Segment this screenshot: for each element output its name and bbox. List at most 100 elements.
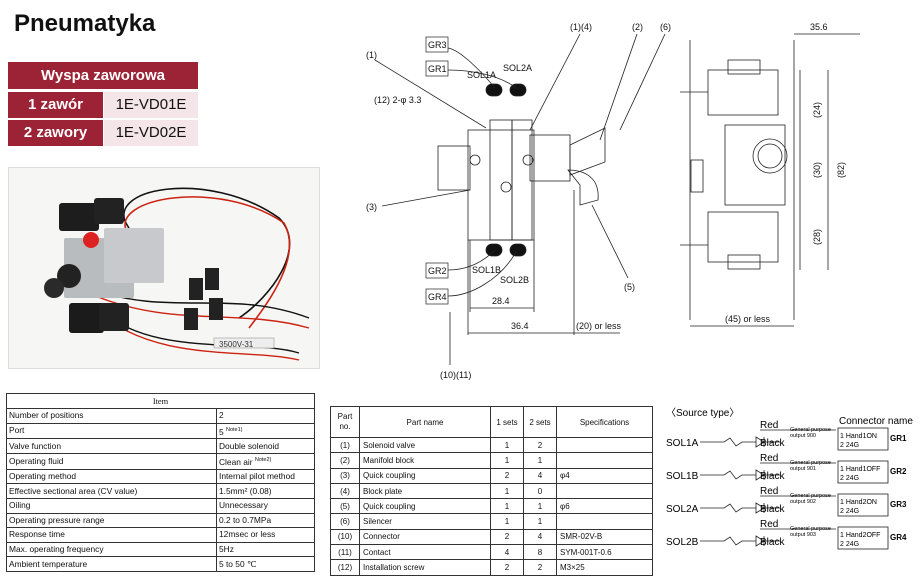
part-name-cell: Connector <box>359 528 491 546</box>
part-2-label: (2) <box>632 22 643 32</box>
pin2-label: 2 24G <box>840 508 859 515</box>
diode-symbol <box>755 469 765 481</box>
red-label: Red <box>760 486 778 497</box>
dim-30: (30) <box>812 162 822 178</box>
pin2-label: 2 24G <box>840 442 859 449</box>
diode-symbol <box>755 502 765 514</box>
red-label: Red <box>760 453 778 464</box>
gr-label: GR3 <box>890 500 907 509</box>
part-spec-cell <box>556 482 653 500</box>
two-valves-code: 1E-VD02E <box>104 120 198 146</box>
part-two-cell: 4 <box>523 528 557 546</box>
connector-box <box>837 526 889 550</box>
gr3-label: GR3 <box>428 40 447 50</box>
part-two-cell: 8 <box>523 544 557 561</box>
pin1-label: 1 Hand2ON <box>840 499 877 506</box>
part-name-cell: Quick coupling <box>359 467 491 484</box>
wire-path <box>700 470 756 480</box>
gr-label: GR4 <box>890 533 907 542</box>
part-5-label: (5) <box>624 282 635 292</box>
dim-45-or-less: (45) or less <box>725 314 771 324</box>
part-name-cell: Silencer <box>359 513 491 530</box>
part-1-label: (1) <box>366 50 377 60</box>
product-photo: 3500V-31 <box>8 167 320 369</box>
part-10-11-label: (10)(11) <box>440 370 471 380</box>
col-two-sets: 2 sets <box>523 406 557 438</box>
dim-28-4: 28.4 <box>492 296 510 306</box>
part-two-cell: 2 <box>523 436 557 454</box>
general-purpose-label: General purpose <box>790 460 831 466</box>
part-spec-cell: φ4 <box>556 467 653 484</box>
dim-20-or-less: (20) or less <box>576 321 622 331</box>
part-one-cell: 2 <box>490 528 524 546</box>
one-valve-label: 1 zawór <box>8 92 103 118</box>
pin1-label: 1 Hand1OFF <box>840 466 880 473</box>
valve-island-header: Wyspa zaworowa <box>8 62 198 89</box>
sol-label: SOL1B <box>666 471 699 482</box>
one-valve-code: 1E-VD01E <box>104 92 198 118</box>
sol2b-label: SOL2B <box>500 275 529 285</box>
part-one-cell: 1 <box>490 436 524 454</box>
part-no-cell: (4) <box>330 482 360 500</box>
col-part-name: Part name <box>359 406 491 438</box>
gr1-label: GR1 <box>428 64 447 74</box>
pin2-label: 2 24G <box>840 475 859 482</box>
col-one-set: 1 sets <box>490 406 524 438</box>
part-one-cell: 2 <box>490 559 524 576</box>
dim-82: (82) <box>836 162 846 178</box>
black-label: Black <box>760 537 785 548</box>
general-purpose-label: General purpose <box>790 427 831 433</box>
dim-28: (28) <box>812 229 822 245</box>
part-name-cell: Contact <box>359 544 491 561</box>
dim-24: (24) <box>812 102 822 118</box>
source-type-title: 〈Source type〉 <box>666 407 739 419</box>
page-title: Pneumatyka <box>14 10 156 37</box>
part-name-cell: Manifold block <box>359 452 491 469</box>
general-purpose-label: General purpose <box>790 493 831 499</box>
diode-symbol <box>755 535 765 547</box>
part-spec-cell: M3×25 <box>556 559 653 576</box>
output-label: output 900 <box>790 433 816 439</box>
dim-36-4: 36.4 <box>511 321 529 331</box>
part-two-cell: 1 <box>523 498 557 515</box>
part-one-cell: 2 <box>490 467 524 484</box>
part-spec-cell: SMR-02V-B <box>556 528 653 546</box>
gr2-label: GR2 <box>428 266 447 276</box>
output-label: output 903 <box>790 532 816 538</box>
red-label: Red <box>760 420 778 431</box>
connector-name-title: Connector name <box>839 416 913 427</box>
part-one-cell: 1 <box>490 452 524 469</box>
red-label: Red <box>760 519 778 530</box>
part-6-label: (6) <box>660 22 671 32</box>
two-valves-label: 2 zawory <box>8 120 103 146</box>
connector-box <box>837 427 889 451</box>
pin1-label: 1 Hand1ON <box>840 433 877 440</box>
part-no-cell: (1) <box>330 436 360 454</box>
part-one-cell: 1 <box>490 498 524 515</box>
part-two-cell: 1 <box>523 513 557 530</box>
part-3-label: (3) <box>366 202 377 212</box>
output-label: output 902 <box>790 499 816 505</box>
part-two-cell: 0 <box>523 482 557 500</box>
dim-35-6: 35.6 <box>810 22 828 32</box>
part-no-cell: (6) <box>330 513 360 530</box>
sol1b-label: SOL1B <box>472 265 501 275</box>
part-no-cell: (11) <box>330 544 360 561</box>
sol-label: SOL2A <box>666 504 699 515</box>
table-row: Effective sectional area (CV value)1.5mm… <box>6 483 315 499</box>
gr4-label: GR4 <box>428 292 447 302</box>
black-label: Black <box>760 438 785 449</box>
pin2-label: 2 24G <box>840 541 859 548</box>
